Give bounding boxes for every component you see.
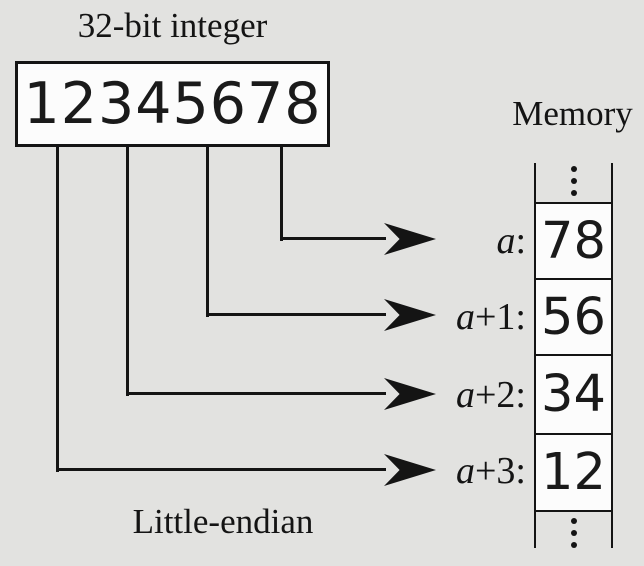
address-label-a1: a+1:	[426, 295, 526, 339]
connector-line-byte1	[56, 468, 386, 471]
address-offset: +2:	[475, 374, 526, 416]
address-offset: +3:	[475, 450, 526, 492]
connector-line-byte3	[206, 313, 386, 316]
memory-cell-a1: 56	[534, 278, 613, 356]
integer-box: 12345678	[15, 61, 330, 147]
vertical-ellipsis-icon	[534, 166, 613, 196]
memory-cell-value: 78	[541, 211, 606, 271]
vertical-ellipsis-icon	[534, 518, 613, 548]
memory-cell-a3: 12	[534, 433, 613, 512]
address-label-a2: a+2:	[426, 373, 526, 417]
address-offset: +1:	[475, 296, 526, 338]
connector-line-byte4	[280, 147, 283, 241]
memory-cell-value: 34	[541, 365, 606, 424]
diagram-caption: Little-endian	[132, 502, 314, 541]
integer-value: 12345678	[23, 71, 322, 137]
address-variable: a	[496, 220, 516, 262]
connector-line-byte2	[126, 392, 386, 395]
address-label-a3: a+3:	[426, 449, 526, 493]
address-variable: a	[456, 296, 475, 338]
address-variable: a	[456, 450, 475, 492]
diagram-title: 32-bit integer	[77, 6, 268, 45]
connector-line-byte3	[206, 147, 209, 317]
address-label-a: a:	[426, 219, 526, 263]
address-variable: a	[456, 374, 475, 416]
memory-title: Memory	[512, 94, 633, 133]
memory-cell-value: 12	[541, 443, 606, 502]
connector-line-byte1	[56, 147, 59, 472]
memory-cell-a2: 34	[534, 354, 613, 435]
memory-cell-value: 56	[541, 287, 606, 347]
connector-line-byte2	[126, 147, 129, 396]
connector-line-byte4	[280, 237, 386, 240]
address-offset: :	[515, 220, 526, 262]
memory-cell-a: 78	[534, 202, 613, 280]
